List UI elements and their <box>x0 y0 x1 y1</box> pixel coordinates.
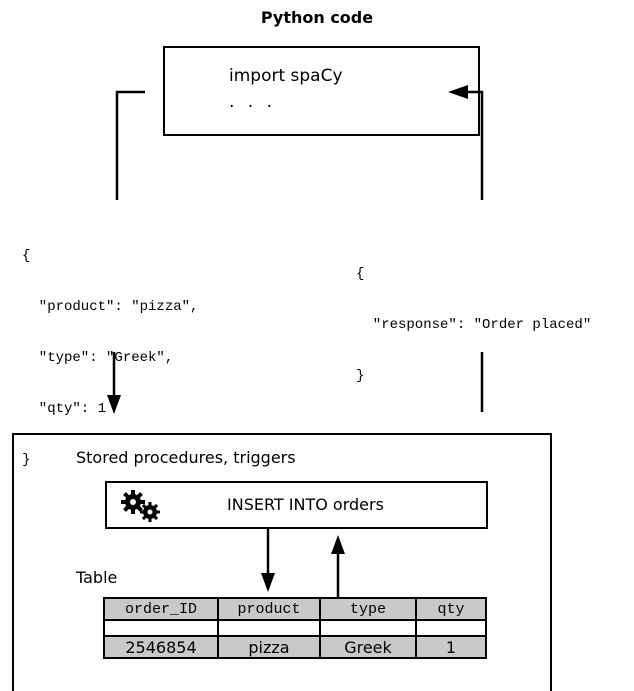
table-row <box>103 619 487 637</box>
table-row: 2546854 pizza Greek 1 <box>103 635 487 659</box>
down-arrow-head <box>261 573 275 592</box>
table-cell <box>415 619 487 637</box>
request-json-line: "qty": 1 <box>22 401 107 417</box>
orders-table: order_ID product type qty 2546854 pizza … <box>103 597 487 659</box>
left-arrow-head <box>107 395 121 414</box>
table-cell <box>217 619 321 637</box>
request-json-line: "type": "Greek", <box>22 350 174 366</box>
right-connector <box>462 90 484 200</box>
response-json-line: { <box>356 266 365 282</box>
response-json-line: } <box>356 368 365 384</box>
database-box <box>12 433 552 691</box>
code-line-ellipsis: . . . <box>229 92 277 112</box>
cell-qty: 1 <box>415 635 487 659</box>
stored-procedures-label: Stored procedures, triggers <box>76 448 296 467</box>
insert-box: INSERT INTO orders <box>105 481 488 529</box>
cell-order-id: 2546854 <box>103 635 219 659</box>
cell-product: pizza <box>217 635 321 659</box>
cell-type: Greek <box>319 635 417 659</box>
response-json: { "response": "Order placed" } <box>356 232 591 402</box>
request-json: { "product": "pizza", "type": "Greek", "… <box>22 214 198 486</box>
diagram-title: Python code <box>260 8 374 27</box>
table-cell <box>103 619 219 637</box>
header-product: product <box>217 597 321 621</box>
arrow-into-code-box <box>448 85 468 99</box>
header-qty: qty <box>415 597 487 621</box>
response-json-line: "response": "Order placed" <box>356 317 592 333</box>
request-json-line: { <box>22 248 31 264</box>
table-cell <box>319 619 417 637</box>
request-json-line: "product": "pizza", <box>22 299 199 315</box>
insert-statement: INSERT INTO orders <box>227 495 384 514</box>
gears-icon <box>121 490 160 522</box>
left-connector <box>115 90 145 200</box>
request-json-line: } <box>22 452 31 468</box>
header-type: type <box>319 597 417 621</box>
header-order-id: order_ID <box>103 597 219 621</box>
table-header-row: order_ID product type qty <box>103 597 487 621</box>
up-arrow-head <box>331 535 345 554</box>
code-line-import: import spaCy <box>229 66 343 86</box>
table-label: Table <box>76 568 118 587</box>
